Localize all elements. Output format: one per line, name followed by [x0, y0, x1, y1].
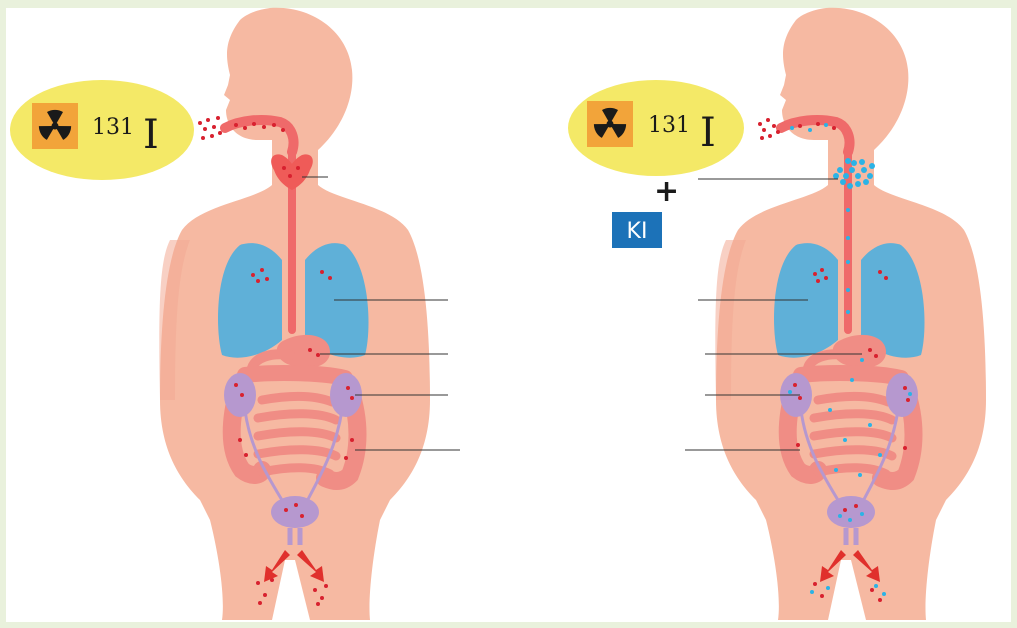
- ki-label: KI: [627, 219, 648, 244]
- right-iodine-badge: 131 I: [568, 80, 744, 176]
- ki-label-box: KI: [612, 212, 662, 248]
- left-mass-number: 131: [92, 115, 134, 140]
- left-element-symbol: I: [143, 112, 159, 158]
- radiation-icon: [587, 101, 633, 147]
- plus-sign: +: [654, 174, 679, 209]
- left-iodine-badge: 131 I: [10, 80, 194, 180]
- radiation-icon: [32, 103, 78, 149]
- right-element-symbol: I: [700, 110, 716, 156]
- right-mass-number: 131: [648, 113, 690, 138]
